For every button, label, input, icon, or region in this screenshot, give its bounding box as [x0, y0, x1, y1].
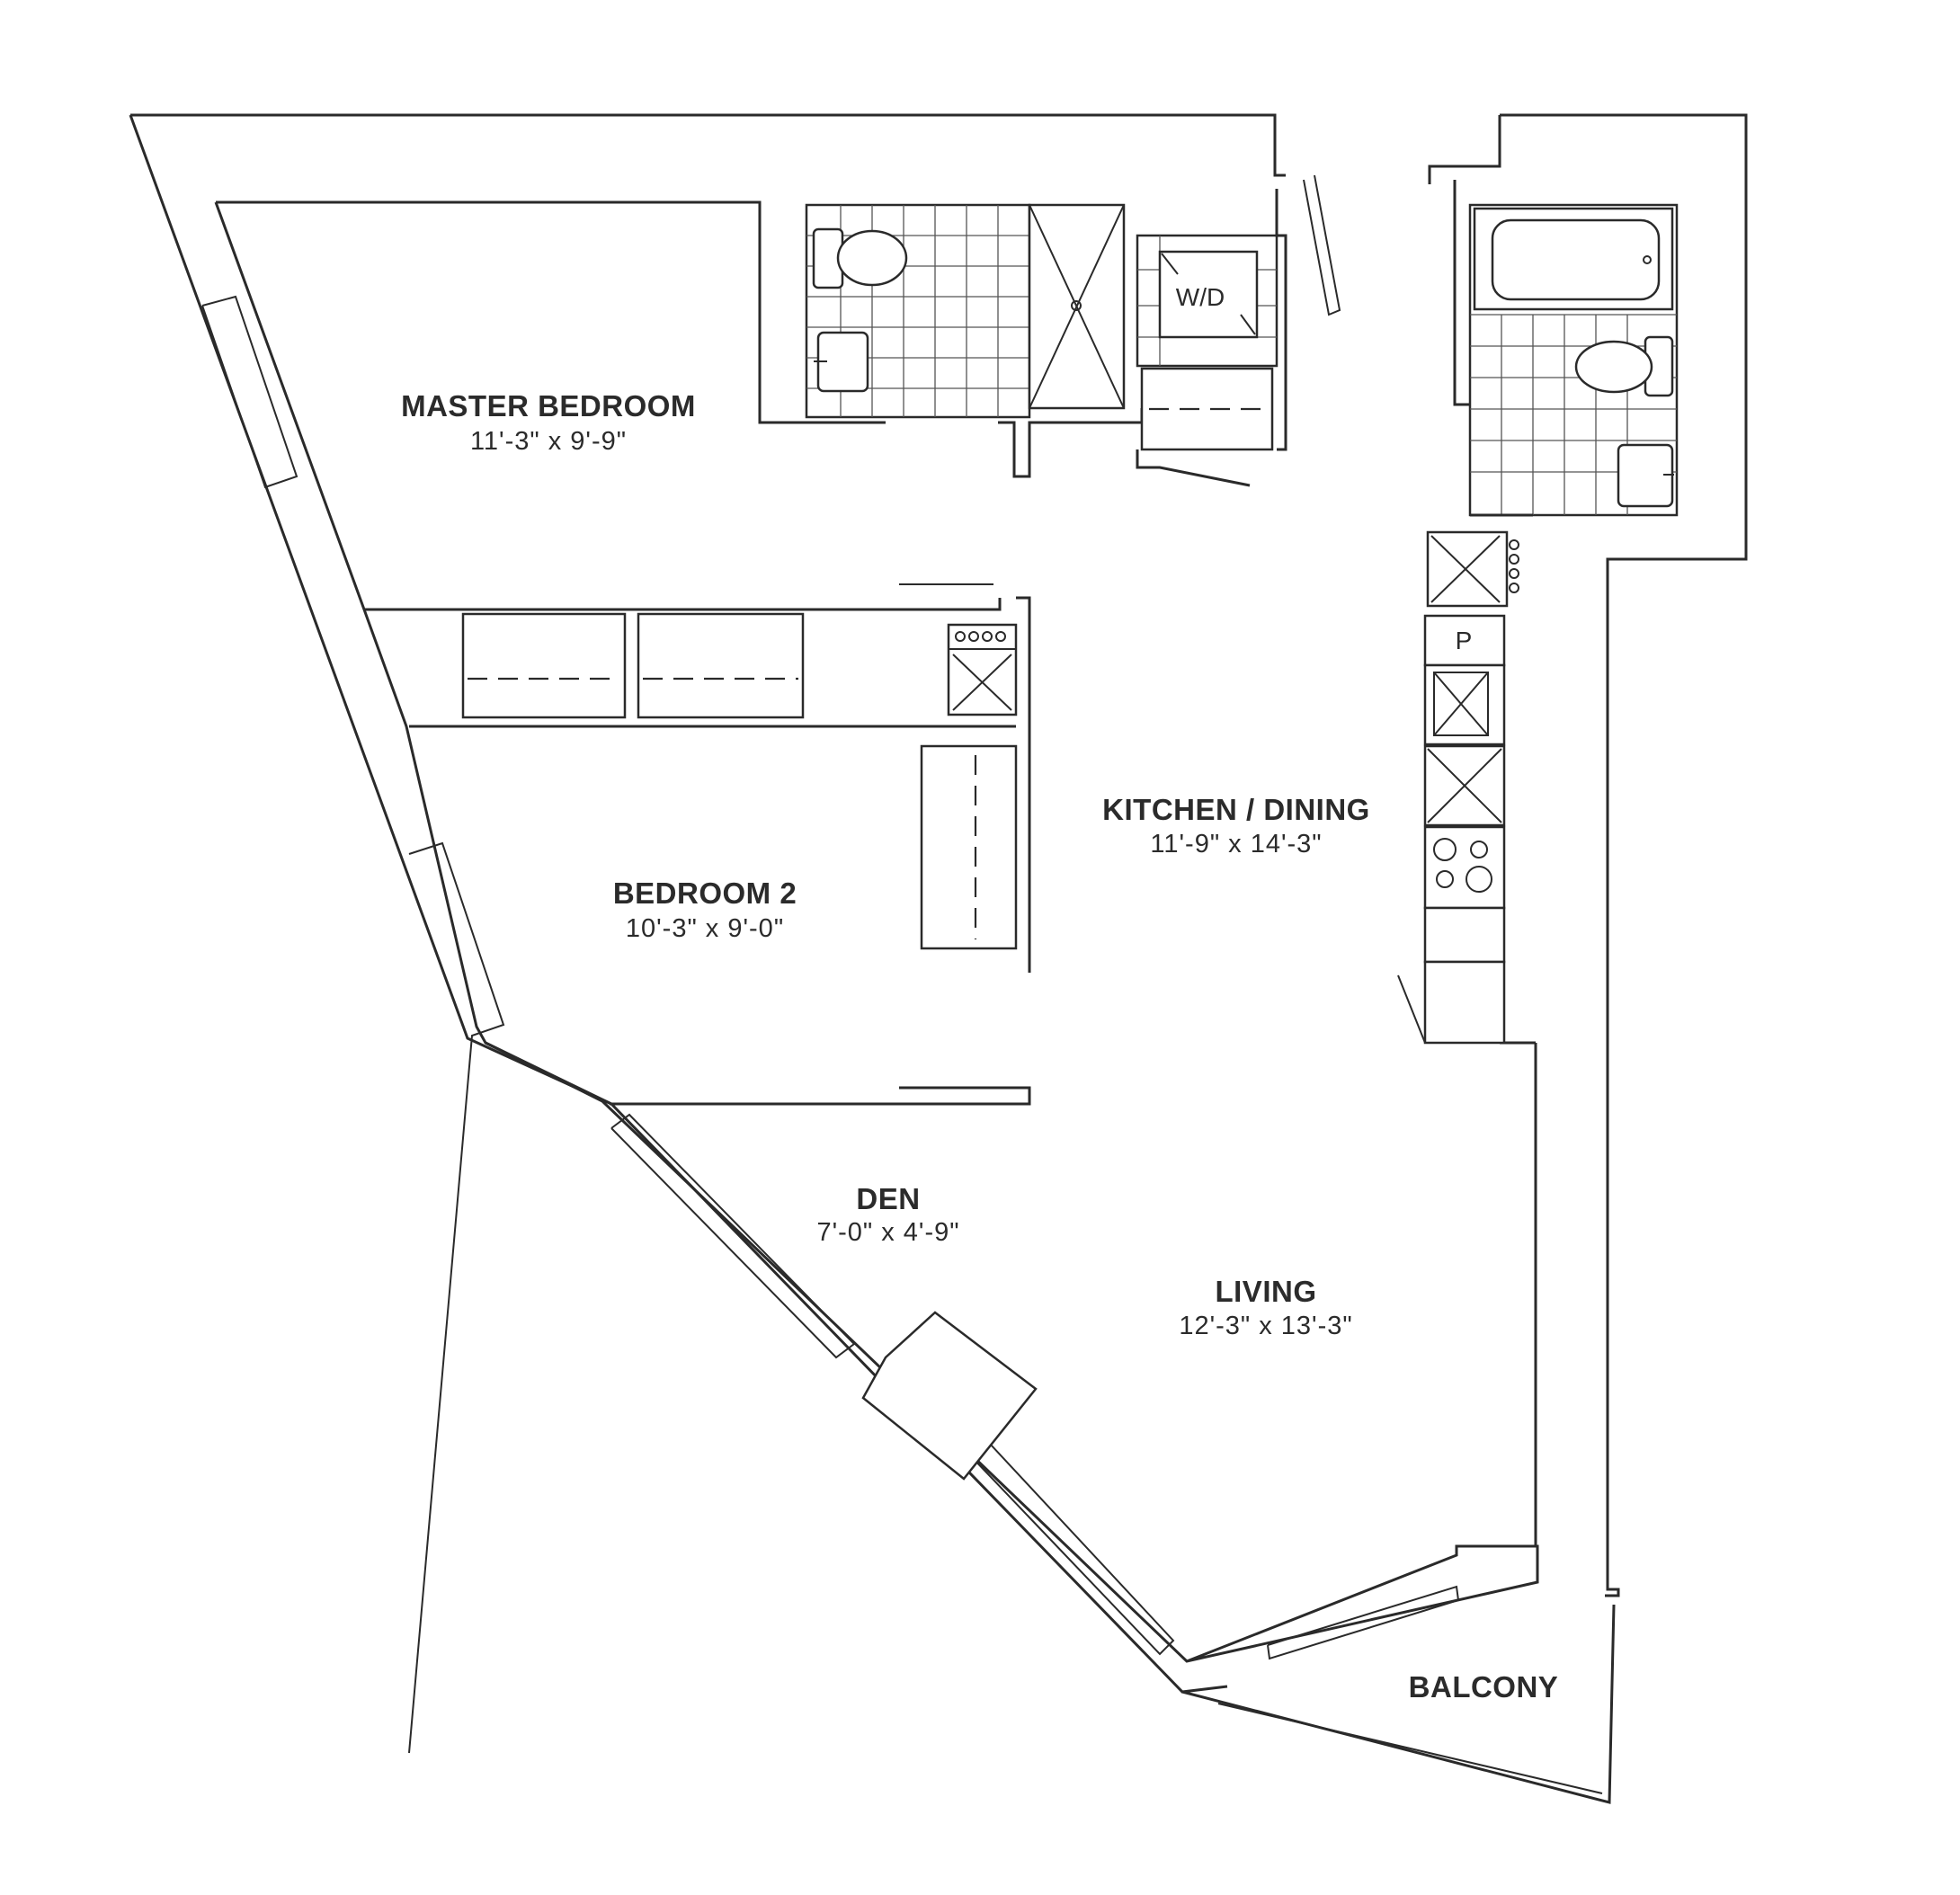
pantry-label: P [1456, 627, 1473, 654]
living-dims: 12'-3" x 13'-3" [1179, 1312, 1352, 1340]
balcony-name: BALCONY [1409, 1670, 1559, 1704]
den-dims: 7'-0" x 4'-9" [816, 1218, 959, 1247]
bathtub-icon [1473, 207, 1674, 311]
den-column [861, 1311, 1038, 1481]
bedroom-2-walls [610, 583, 1031, 1106]
second-bathroom [1453, 180, 1679, 517]
room-labels: MASTER BEDROOM 11'-3" x 9'-9" BEDROOM 2 … [401, 389, 1558, 1704]
living-name: LIVING [1215, 1275, 1316, 1308]
master-bedroom-name: MASTER BEDROOM [401, 389, 696, 423]
pantry-icon [1423, 614, 1506, 667]
closet-units [461, 612, 1018, 950]
cooktop-icon [1423, 825, 1506, 910]
kitchen-dining-name: KITCHEN / DINING [1102, 793, 1370, 826]
washer-dryer-icon [1158, 250, 1259, 339]
den-name: DEN [856, 1182, 920, 1215]
bedroom-2-name: BEDROOM 2 [613, 876, 797, 910]
window-strips [201, 295, 1460, 1754]
exterior-walls [129, 113, 1748, 1804]
master-bedroom-walls [216, 200, 1031, 973]
kitchen-counter: P [1397, 530, 1519, 1045]
ensuite-sink-icon [814, 331, 869, 393]
kitchen-dining-dims: 11'-9" x 14'-3" [1150, 830, 1322, 859]
bedroom-2-dims: 10'-3" x 9'-0" [626, 914, 784, 943]
ensuite-toilet-icon [812, 227, 908, 289]
wall-oven-unit [947, 623, 1018, 716]
master-bedroom-dims: 11'-3" x 9'-9" [470, 427, 627, 456]
washer-dryer-label: W/D [1176, 283, 1225, 311]
laundry-closet: W/D [1136, 174, 1341, 487]
shower-icon [1028, 203, 1126, 410]
bath-toilet-icon [1574, 335, 1674, 397]
bath-sink-icon [1617, 443, 1674, 508]
ensuite-bathroom [805, 203, 1144, 478]
